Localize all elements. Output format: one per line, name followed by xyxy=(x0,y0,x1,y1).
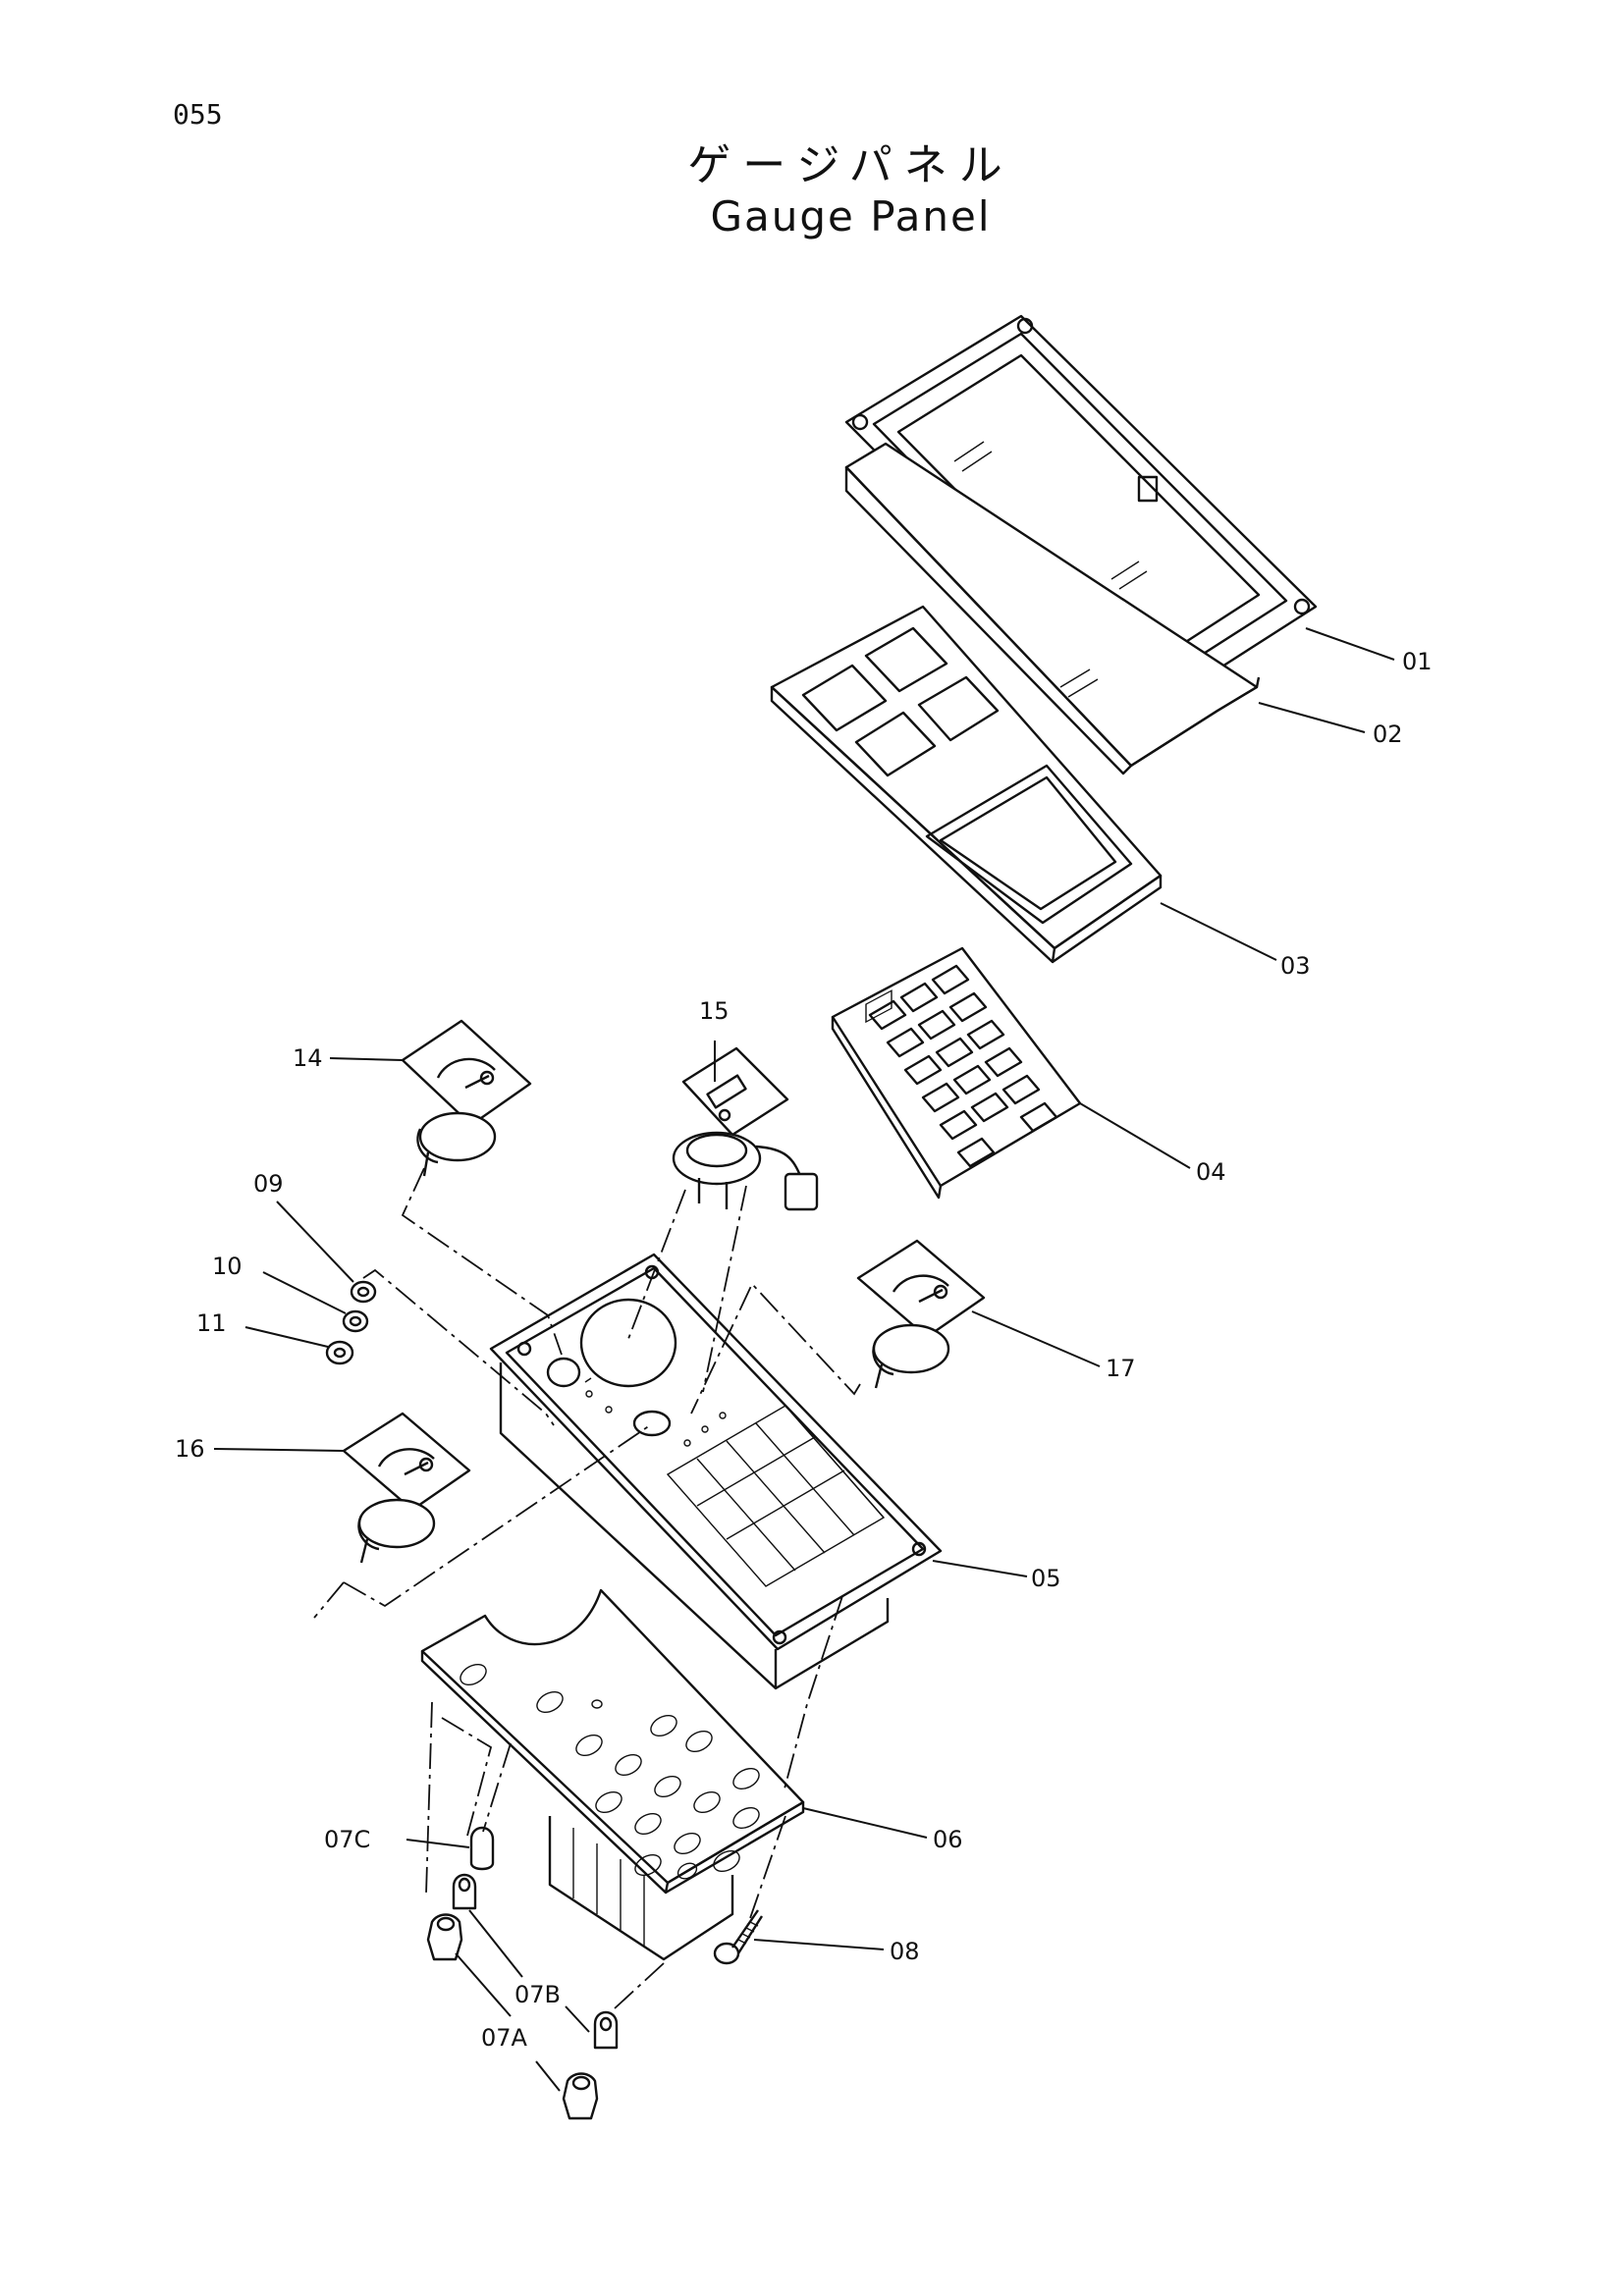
part-09-nut[interactable] xyxy=(350,1280,377,1304)
part-03-mask[interactable] xyxy=(770,605,1163,964)
label-14: 14 xyxy=(293,1044,323,1072)
label-10: 10 xyxy=(212,1253,243,1280)
label-16: 16 xyxy=(175,1435,205,1463)
label-07A: 07A xyxy=(481,2024,528,2052)
label-15: 15 xyxy=(699,997,730,1025)
part-08-screw[interactable] xyxy=(713,1909,764,1965)
part-02-plate[interactable] xyxy=(844,442,1261,775)
part-16-gauge[interactable] xyxy=(342,1412,471,1564)
label-06: 06 xyxy=(933,1826,963,1853)
label-11: 11 xyxy=(196,1309,227,1337)
label-03: 03 xyxy=(1280,952,1311,980)
part-15-hour-meter[interactable] xyxy=(672,1046,819,1211)
assembly-center-lines xyxy=(313,1167,861,2009)
part-17-gauge[interactable] xyxy=(856,1239,986,1389)
label-07B: 07B xyxy=(514,1981,561,2008)
part-04-sheet[interactable] xyxy=(831,946,1082,1200)
part-10-washer[interactable] xyxy=(342,1309,369,1333)
label-07C: 07C xyxy=(324,1826,370,1853)
label-01: 01 xyxy=(1402,648,1433,675)
title-japanese: ゲージパネル xyxy=(687,140,1014,190)
part-07A-socket[interactable] xyxy=(426,1913,599,2120)
part-14-gauge[interactable] xyxy=(401,1019,532,1177)
label-04: 04 xyxy=(1196,1158,1226,1186)
label-05: 05 xyxy=(1031,1565,1061,1592)
page-number: 055 xyxy=(173,98,223,131)
part-06-circuit-plate[interactable] xyxy=(420,1588,805,1961)
part-07B-bulb[interactable] xyxy=(452,1873,619,2050)
label-17: 17 xyxy=(1106,1355,1136,1382)
label-09: 09 xyxy=(253,1170,284,1198)
title-english: Gauge Panel xyxy=(710,192,992,240)
part-11-nut[interactable] xyxy=(325,1340,354,1365)
label-02: 02 xyxy=(1373,721,1403,748)
part-05-case[interactable] xyxy=(489,1253,943,1690)
part-07C-cap[interactable] xyxy=(469,1826,495,1871)
label-08: 08 xyxy=(890,1938,920,1965)
